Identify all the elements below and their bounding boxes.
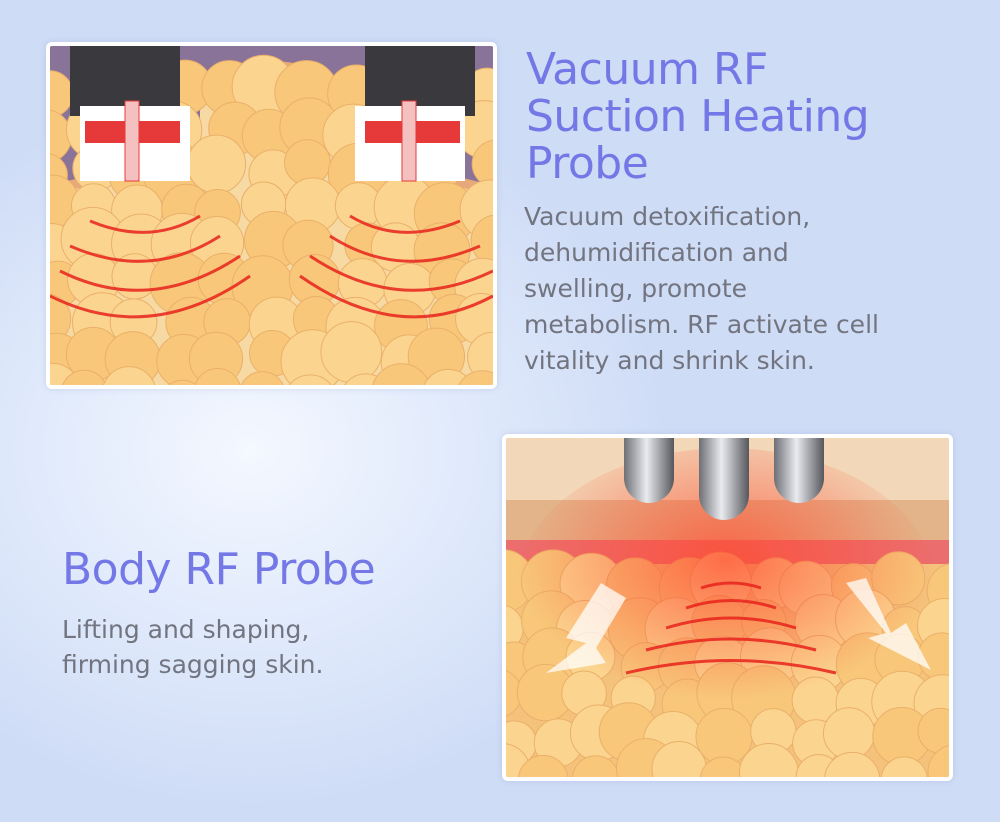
desc-line: dehumidification and <box>524 238 789 267</box>
body-rf-probe-illustration <box>502 434 953 781</box>
fat-cell <box>194 368 241 385</box>
fat-cell <box>62 369 107 385</box>
fat-cell <box>186 134 247 194</box>
fat-cell <box>50 293 72 345</box>
vacuum-rf-description: Vacuum detoxification, dehumidification … <box>524 199 984 379</box>
vacuum-rf-probe-illustration <box>46 42 497 389</box>
vacuum-probe-right <box>355 46 475 182</box>
fat-cell <box>880 756 928 777</box>
fat-cell <box>471 139 493 188</box>
title-line: Suction Heating <box>526 91 870 142</box>
fat-cell <box>822 707 876 760</box>
fat-cell <box>458 370 493 385</box>
fat-cell <box>240 371 284 385</box>
fat-cell <box>824 751 881 777</box>
desc-line: Vacuum detoxification, <box>524 202 811 231</box>
body-rf-description: Lifting and shaping, firming sagging ski… <box>62 612 323 682</box>
vacuum-rf-title: Vacuum RF Suction Heating Probe <box>526 44 870 189</box>
fat-cell <box>423 368 474 385</box>
fat-cell <box>518 754 569 777</box>
desc-line: metabolism. RF activate cell <box>524 310 879 339</box>
fat-cell <box>320 321 383 383</box>
fat-cell <box>470 214 493 267</box>
fat-cell <box>288 374 332 385</box>
title-line: Probe <box>526 138 649 189</box>
desc-line: Lifting and shaping, <box>62 615 310 644</box>
body-rf-title: Body RF Probe <box>62 544 376 595</box>
fat-cell <box>167 379 198 385</box>
probe-electrodes <box>624 438 824 520</box>
title-line: Body RF Probe <box>62 544 376 595</box>
fat-cell <box>699 756 747 777</box>
desc-line: vitality and shrink skin. <box>524 346 815 375</box>
fat-cell <box>927 744 949 777</box>
fat-cell <box>103 366 156 385</box>
fat-cell <box>571 755 620 777</box>
fat-cell <box>372 363 431 385</box>
body-probe-fat-cells-image <box>506 438 949 777</box>
vacuum-probe-left <box>70 46 190 182</box>
title-line: Vacuum RF <box>526 44 768 95</box>
desc-line: firming sagging skin. <box>62 650 324 679</box>
vacuum-probe-fat-cells-image <box>50 46 493 385</box>
desc-line: swelling, promote <box>524 274 748 303</box>
